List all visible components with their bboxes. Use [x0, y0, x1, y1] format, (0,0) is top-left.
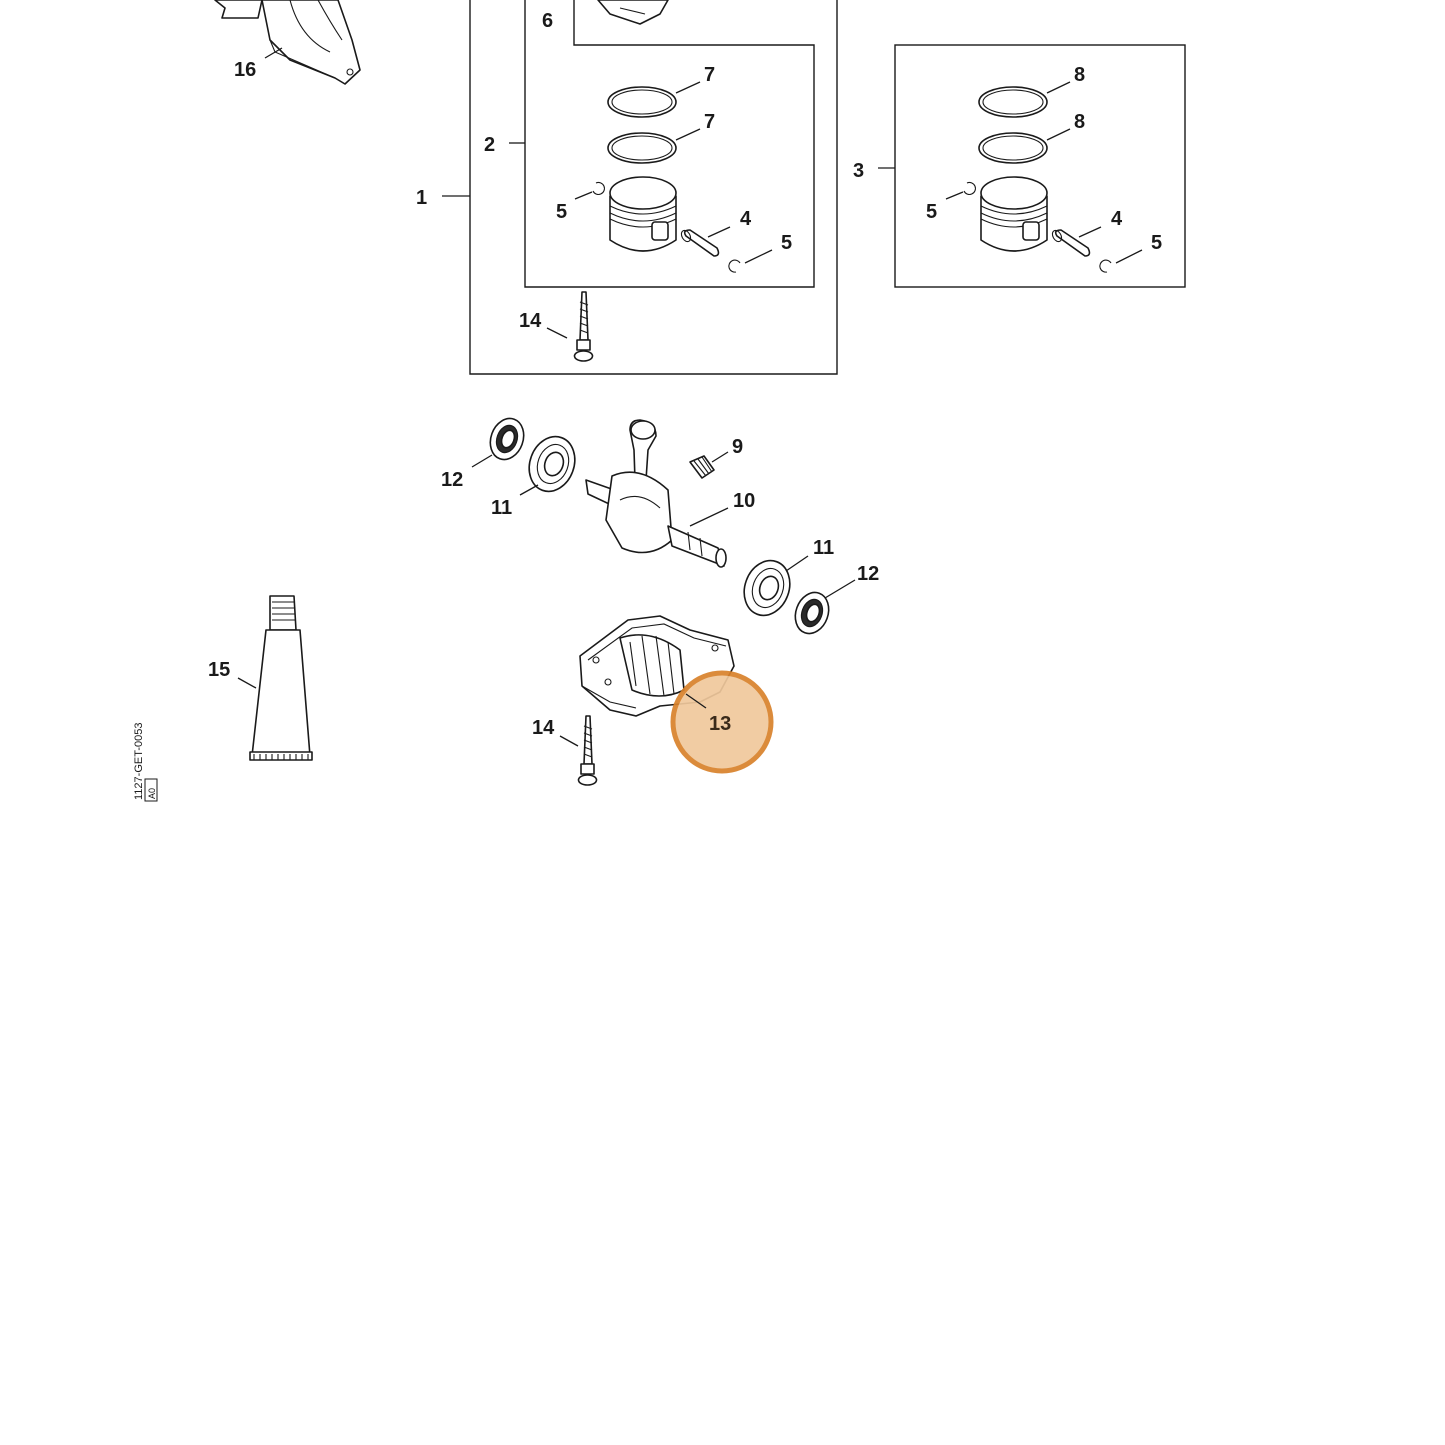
callout-3[interactable]: 3 [853, 160, 864, 182]
callout-16[interactable]: 16 [234, 59, 256, 81]
drawing-code-tag: A0 [144, 778, 158, 802]
part-5-circlip-left [592, 181, 605, 195]
callout-5d[interactable]: 5 [1151, 232, 1162, 254]
callout-14b[interactable]: 14 [532, 717, 555, 739]
callout-6[interactable]: 6 [542, 10, 553, 32]
callout-7b[interactable]: 7 [704, 111, 715, 133]
part-piston-set-3-drawing [980, 176, 1048, 252]
set-6-box [524, 0, 815, 288]
part-5-circlip-set3-left [963, 181, 976, 195]
part-12-oil-seal-left [489, 417, 525, 461]
callout-4b[interactable]: 4 [1111, 208, 1123, 230]
part-5-circlip-set3-right [1099, 259, 1112, 273]
part-4-piston-pin-set3 [1051, 229, 1091, 257]
part-7-piston-ring-upper [607, 86, 677, 118]
callout-8b[interactable]: 8 [1074, 111, 1085, 133]
part-14-screw-upper [573, 291, 594, 362]
part-14-screw-lower [577, 715, 598, 786]
callout-5c[interactable]: 5 [926, 201, 937, 223]
callout-7a[interactable]: 7 [704, 64, 715, 86]
callout-4a[interactable]: 4 [740, 208, 752, 230]
callout-12b[interactable]: 12 [857, 563, 879, 585]
part-10-crankshaft [585, 419, 727, 568]
part-5-circlip-right [728, 259, 741, 273]
callout-13[interactable]: 13 [709, 713, 731, 735]
drawing-code-text: 1127-GET-0053 [133, 723, 145, 800]
part-7-piston-ring-lower [607, 132, 677, 164]
highlight-marker-13[interactable] [670, 670, 774, 774]
callout-1[interactable]: 1 [416, 187, 427, 209]
part-11-ball-bearing-right [743, 559, 791, 617]
callout-2[interactable]: 2 [484, 134, 495, 156]
callout-11a[interactable]: 11 [491, 497, 512, 519]
callout-14a[interactable]: 14 [519, 310, 542, 332]
part-8-piston-ring-upper [978, 86, 1048, 118]
part-4-piston-pin [680, 229, 720, 257]
callout-15[interactable]: 15 [208, 659, 230, 681]
set-1-box [469, 0, 838, 375]
part-12-oil-seal-right [794, 591, 830, 635]
callout-5b[interactable]: 5 [781, 232, 792, 254]
part-piston-set-2-drawing [609, 176, 677, 252]
part-6-cylinder-drawing [597, 0, 669, 25]
part-8-piston-ring-lower [978, 132, 1048, 164]
drawing-code: 1127-GET-0053 [133, 723, 145, 800]
callout-12a[interactable]: 12 [441, 469, 463, 491]
callout-5a[interactable]: 5 [556, 201, 567, 223]
part-11-ball-bearing-left [528, 435, 576, 493]
part-16-housing-drawing [214, 0, 361, 85]
part-9-needle-cage [689, 455, 715, 479]
callout-8a[interactable]: 8 [1074, 64, 1085, 86]
callout-11b[interactable]: 11 [813, 537, 834, 559]
set-3-box [894, 44, 1186, 288]
callout-9[interactable]: 9 [732, 436, 743, 458]
drawing-code-tag-text: A0 [147, 788, 157, 799]
part-15-sealant-tube [249, 595, 313, 761]
callout-10[interactable]: 10 [733, 490, 755, 512]
